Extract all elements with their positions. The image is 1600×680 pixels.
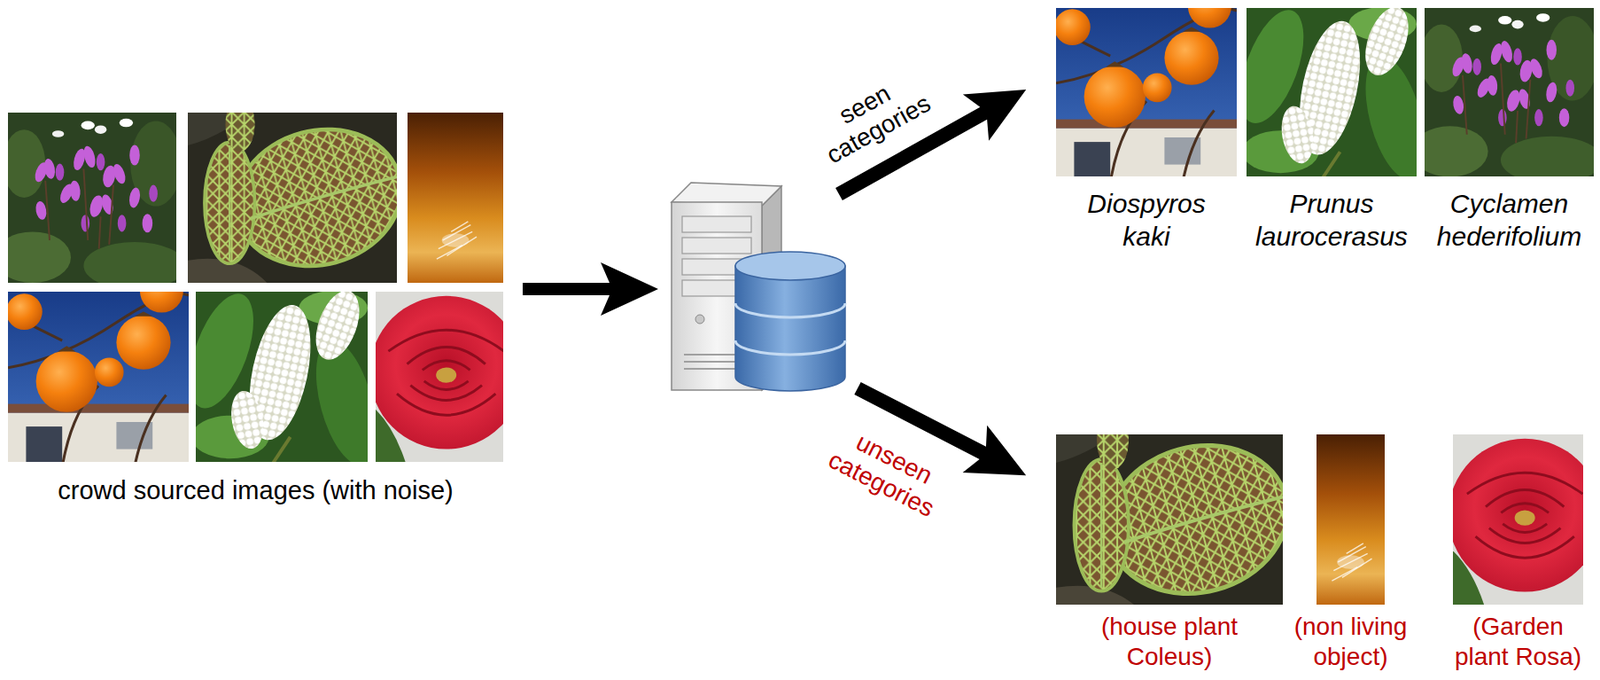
unseen-image-card: (house plant Coleus) <box>1056 434 1283 672</box>
image-label: (non living object) <box>1271 611 1431 672</box>
image-label: Prunus laurocerasus <box>1250 186 1414 253</box>
image-collage: crowd sourced images (with noise) <box>7 112 504 506</box>
image-label: (Garden plant Rosa) <box>1447 611 1590 672</box>
arrow-label: seen categories <box>803 62 940 172</box>
noisy-image-collage <box>0 93 541 472</box>
image-label: Diospyros kaki <box>1064 186 1229 253</box>
database-icon <box>735 251 846 391</box>
seen-image-card: Prunus laurocerasus <box>1246 7 1417 253</box>
seen-image-card: Diospyros kaki <box>1056 7 1237 253</box>
unseen-image-card: (Garden plant Rosa) <box>1452 434 1584 672</box>
image-label: Cyclamen hederifolium <box>1427 186 1592 253</box>
arrow-label: unseen categories <box>819 418 956 526</box>
input-arrow <box>522 262 659 316</box>
seen-image-card: Cyclamen hederifolium <box>1424 7 1594 253</box>
image-label: (house plant Coleus) <box>1089 611 1250 672</box>
seen-images <box>1054 0 1600 187</box>
unseen-images <box>1056 405 1600 633</box>
unseen-image-card: (non living object) <box>1316 434 1385 672</box>
image-label: crowd sourced images (with noise) <box>16 473 496 506</box>
